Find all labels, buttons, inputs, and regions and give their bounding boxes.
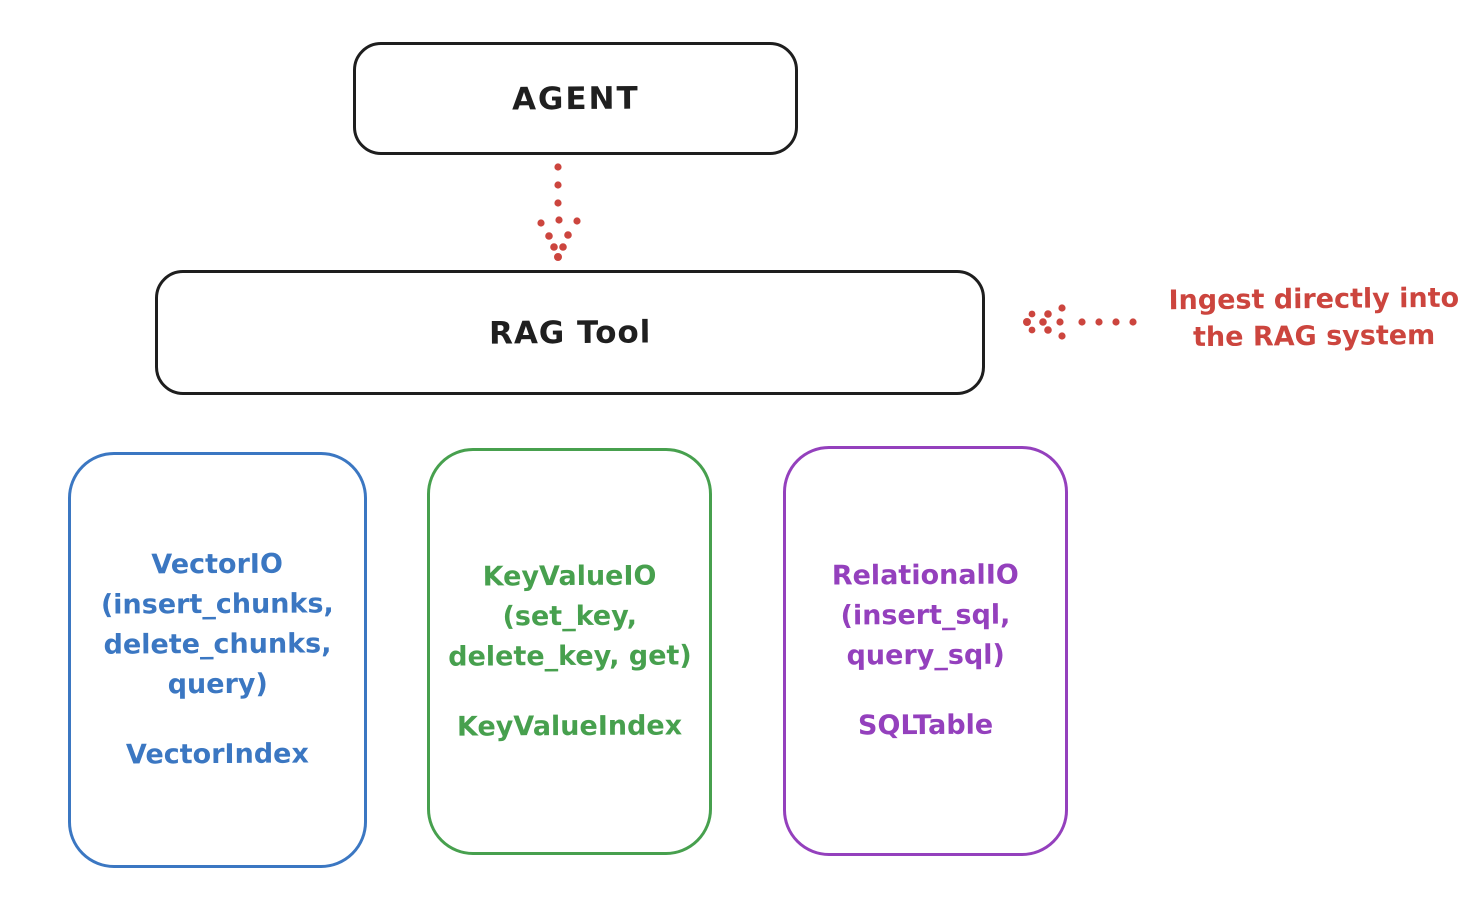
keyvalue-io-card: KeyValueIO (set_key, delete_key, get) Ke… (427, 448, 712, 855)
sql-table-label: SQLTable (857, 709, 994, 742)
dotted-arrow-left-icon (1018, 300, 1140, 344)
keyvalue-io-label: KeyValueIO (set_key, delete_key, get) (447, 560, 692, 673)
rag-tool-box: RAG Tool (155, 270, 985, 395)
relational-io-card: RelationalIO (insert_sql, query_sql) SQL… (783, 446, 1068, 856)
vector-io-card: VectorIO (insert_chunks, delete_chunks, … (68, 452, 367, 868)
relational-io-label: RelationalIO (insert_sql, query_sql) (831, 559, 1019, 672)
rag-tool-label: RAG Tool (488, 313, 652, 352)
ingest-annotation: Ingest directly into the RAG system (1168, 282, 1460, 354)
agent-box: AGENT (353, 42, 798, 155)
vector-index-label: VectorIndex (125, 738, 309, 771)
vector-io-label: VectorIO (insert_chunks, delete_chunks, … (100, 548, 334, 701)
dotted-arrow-down-icon (528, 160, 588, 262)
agent-label: AGENT (511, 80, 640, 117)
keyvalue-index-label: KeyValueIndex (456, 709, 683, 743)
